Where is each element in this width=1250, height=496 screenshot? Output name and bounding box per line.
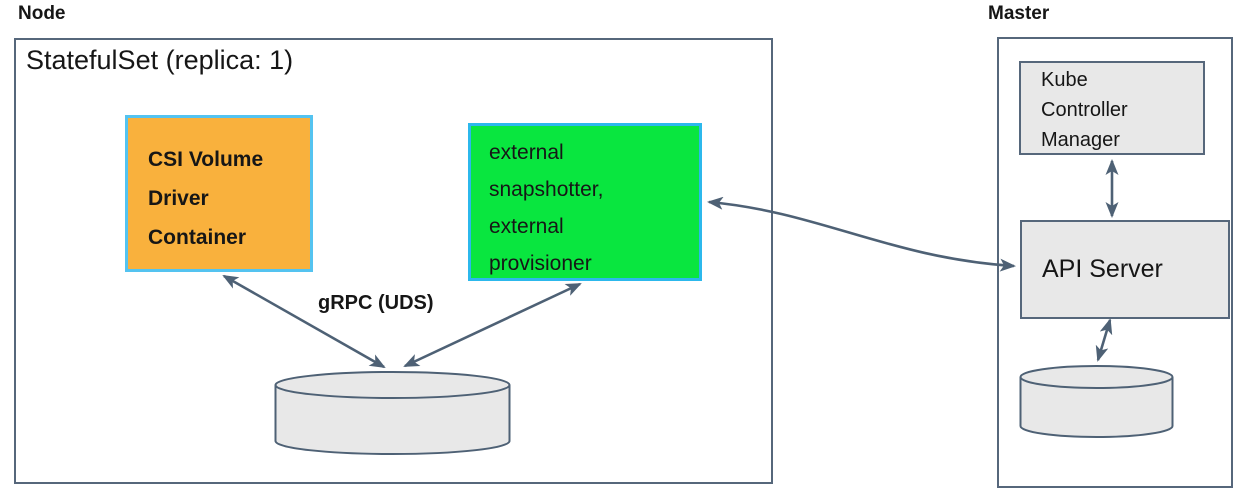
external-sidecars-box: external snapshotter, external provision… bbox=[468, 123, 702, 281]
statefulset-title: StatefulSet (replica: 1) bbox=[26, 45, 294, 75]
box-text-line: external bbox=[489, 215, 564, 238]
box-text-line: CSI Volume bbox=[148, 148, 264, 171]
box-text-line: snapshotter, bbox=[489, 178, 604, 201]
api-server-box: API Server bbox=[1020, 220, 1230, 319]
box-text-line: Driver bbox=[148, 187, 209, 210]
box-text-line: Controller bbox=[1041, 99, 1128, 121]
grpc-uds-label: gRPC (UDS) bbox=[318, 292, 434, 314]
csi-volume-driver-box: CSI Volume Driver Container bbox=[125, 115, 313, 272]
box-text-line: Kube bbox=[1041, 69, 1088, 91]
emptydir-volume-label: EmptyDir Volume bbox=[309, 410, 476, 432]
api-server-label: API Server bbox=[1042, 255, 1163, 283]
etcd-label: etcd bbox=[1042, 391, 1092, 421]
box-text-line: Manager bbox=[1041, 129, 1120, 151]
master-group-label: Master bbox=[988, 3, 1050, 24]
kube-controller-manager-box: Kube Controller Manager bbox=[1019, 61, 1205, 155]
box-text-line: Container bbox=[148, 226, 247, 249]
node-group-label: Node bbox=[18, 3, 66, 24]
box-text-line: external bbox=[489, 141, 564, 164]
box-text-line: provisioner bbox=[489, 252, 592, 275]
